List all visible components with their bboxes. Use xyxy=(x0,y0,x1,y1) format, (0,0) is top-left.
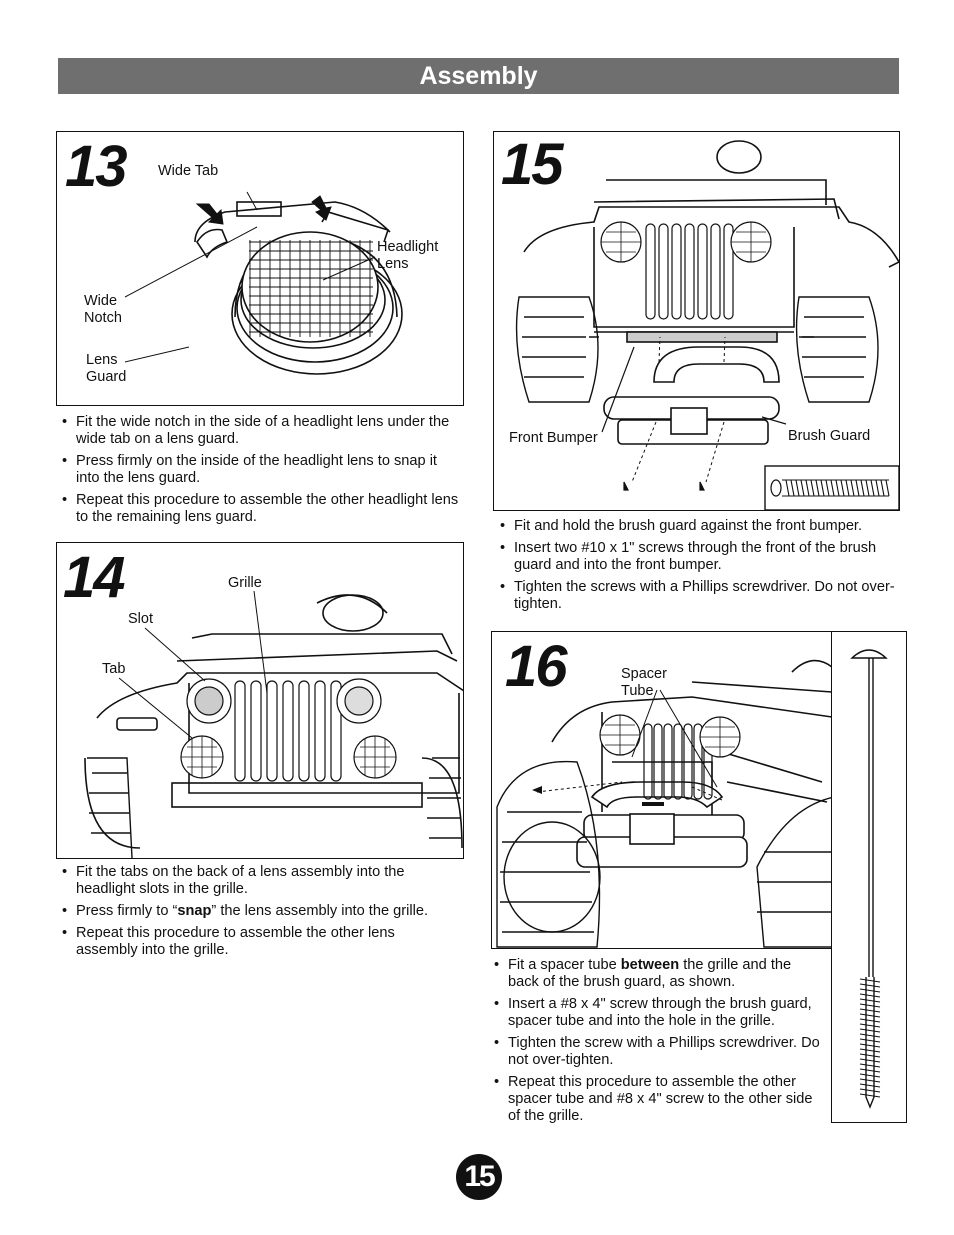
step-13-instructions: Fit the wide notch in the side of a head… xyxy=(60,414,460,531)
tire-treads xyxy=(496,760,834,948)
tire-treads xyxy=(515,296,879,403)
step-14-bullet: Repeat this procedure to assemble the ot… xyxy=(60,925,460,959)
headlight-lens-label: Headlight Lens xyxy=(377,239,439,272)
long-screw-illustration xyxy=(850,649,888,1109)
step-13-bullet: Press firmly on the inside of the headli… xyxy=(60,453,460,487)
grille-slats xyxy=(234,680,342,782)
step-13-bullet: Fit the wide notch in the side of a head… xyxy=(60,414,460,448)
screw-detail-inset xyxy=(764,465,899,510)
grille-lens-illustration xyxy=(84,590,463,858)
step-15-bullet: Insert two #10 x 1" screws through the f… xyxy=(498,540,903,574)
tab-label: Tab xyxy=(102,661,126,677)
tire-treads xyxy=(87,757,461,858)
step-14-instructions: Fit the tabs on the back of a lens assem… xyxy=(60,864,460,964)
lens-guard-label: Lens Guard xyxy=(86,352,127,385)
brush-guard xyxy=(653,346,780,383)
step-16-bullet: Tighten the screw with a Phillips screwd… xyxy=(492,1035,822,1069)
step-14-bullet: Fit the tabs on the back of a lens assem… xyxy=(60,864,460,898)
step-15-bullet: Tighten the screws with a Phillips screw… xyxy=(498,579,903,613)
step-15-panel: 15 Front Bumper Brush Guard xyxy=(493,131,900,511)
spacer-tube-label: Spacer Tube xyxy=(621,666,667,699)
step-15-instructions: Fit and hold the brush guard against the… xyxy=(498,518,903,618)
brush-guard-label: Brush Guard xyxy=(788,428,871,444)
step-13-panel: 13 Wide Tab Headlight Lens Wide Notch Le… xyxy=(56,131,464,406)
front-bumper-label: Front Bumper xyxy=(509,430,598,446)
spacer-tube-illustration xyxy=(496,659,834,948)
step-16-number: 16 xyxy=(505,634,567,699)
section-title: Assembly xyxy=(419,61,538,90)
step-16-bullet: Fit a spacer tube between the grille and… xyxy=(492,957,822,991)
step-16-bullet: Repeat this procedure to assemble the ot… xyxy=(492,1074,822,1125)
step-16-instructions: Fit a spacer tube between the grille and… xyxy=(492,957,822,1130)
brush-guard-illustration xyxy=(515,140,899,510)
step-14-number: 14 xyxy=(63,545,125,610)
step-13-bullet: Repeat this procedure to assemble the ot… xyxy=(60,492,460,526)
headlight-lens-illustration xyxy=(124,191,403,375)
slot-label: Slot xyxy=(128,611,153,627)
screw-head xyxy=(850,649,888,659)
wide-tab-label: Wide Tab xyxy=(158,163,219,179)
license-plate xyxy=(629,813,675,845)
step-16-bullet: Insert a #8 x 4" screw through the brush… xyxy=(492,996,822,1030)
press-arrow-icons xyxy=(195,195,332,225)
screw-detail-panel xyxy=(831,631,907,1123)
step-14-panel: 14 Grille Slot Tab xyxy=(56,542,464,859)
page-number: 15 xyxy=(456,1154,502,1200)
grille-label: Grille xyxy=(228,575,262,591)
step-15-number: 15 xyxy=(501,132,563,197)
step-14-bullet: Press firmly to “snap” the lens assembly… xyxy=(60,903,460,920)
section-header: Assembly xyxy=(58,58,899,94)
license-plate xyxy=(670,407,708,435)
step-15-bullet: Fit and hold the brush guard against the… xyxy=(498,518,903,535)
step-16-panel: 16 Spacer Tube xyxy=(491,631,835,949)
wide-notch-label: Wide Notch xyxy=(84,293,122,326)
front-bumper-bar xyxy=(626,331,778,343)
front-bumper xyxy=(171,782,423,808)
brush-guard xyxy=(590,781,724,809)
step-13-number: 13 xyxy=(65,134,127,199)
